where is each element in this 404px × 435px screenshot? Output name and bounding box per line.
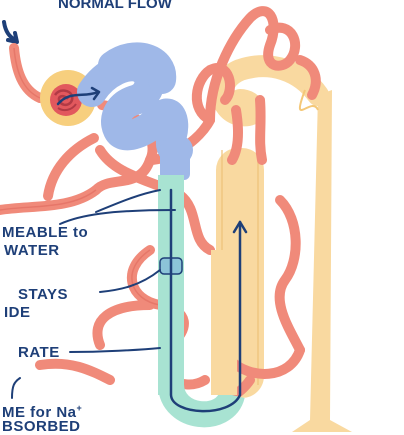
label-sodium-sup: + bbox=[77, 403, 83, 413]
label-rate: RATE bbox=[18, 344, 60, 361]
top-title-fragment: NORMAL FLOW bbox=[58, 0, 173, 12]
label-stays-line2: IDE bbox=[4, 304, 31, 321]
label-permeable-line1: MEABLE to bbox=[2, 224, 88, 241]
label-sodium-line2: BSORBED bbox=[2, 418, 81, 435]
label-permeable-line2: WATER bbox=[4, 242, 60, 259]
label-stays-line1: STAYS bbox=[18, 286, 68, 303]
